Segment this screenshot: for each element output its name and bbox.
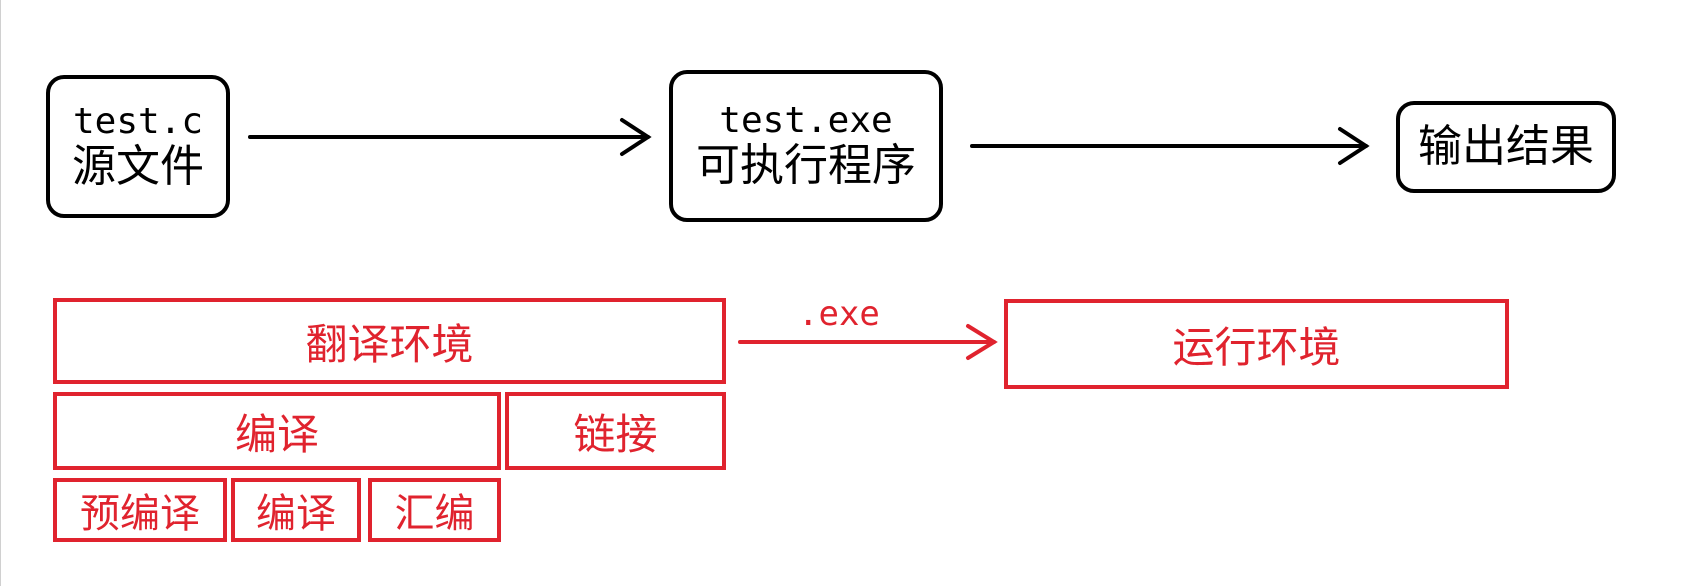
source-file-label: 源文件 xyxy=(72,140,204,192)
compile-stage-label: 编译 xyxy=(234,409,319,459)
executable-label: 可执行程序 xyxy=(696,140,916,192)
link-stage-label: 链接 xyxy=(573,409,658,459)
source-file-node: test.c 源文件 xyxy=(46,75,230,218)
runtime-environment-box: 运行环境 xyxy=(1004,299,1509,389)
executable-file-name: test.exe xyxy=(719,100,893,141)
runtime-environment-label: 运行环境 xyxy=(1172,322,1341,372)
translation-environment-label: 翻译环境 xyxy=(305,319,474,369)
arrow-source-to-exe xyxy=(248,118,652,156)
exe-arrow-label: .exe xyxy=(798,294,880,334)
frame-edge xyxy=(0,0,1,586)
arrow-exe-to-output xyxy=(970,127,1370,165)
preprocess-step-label: 预编译 xyxy=(80,491,200,537)
source-file-name: test.c xyxy=(72,100,204,142)
output-label: 输出结果 xyxy=(1418,120,1594,172)
compile-step-label: 编译 xyxy=(256,491,336,537)
preprocess-step-box: 预编译 xyxy=(53,478,227,542)
executable-node: test.exe 可执行程序 xyxy=(669,70,943,222)
arrow-translation-to-runtime xyxy=(738,324,998,360)
compile-step-box: 编译 xyxy=(231,478,361,542)
assemble-step-box: 汇编 xyxy=(368,478,501,542)
compile-stage-box: 编译 xyxy=(53,392,501,470)
translation-environment-box: 翻译环境 xyxy=(53,298,726,384)
link-stage-box: 链接 xyxy=(505,392,726,470)
output-node: 输出结果 xyxy=(1396,101,1616,193)
assemble-step-label: 汇编 xyxy=(394,491,475,537)
